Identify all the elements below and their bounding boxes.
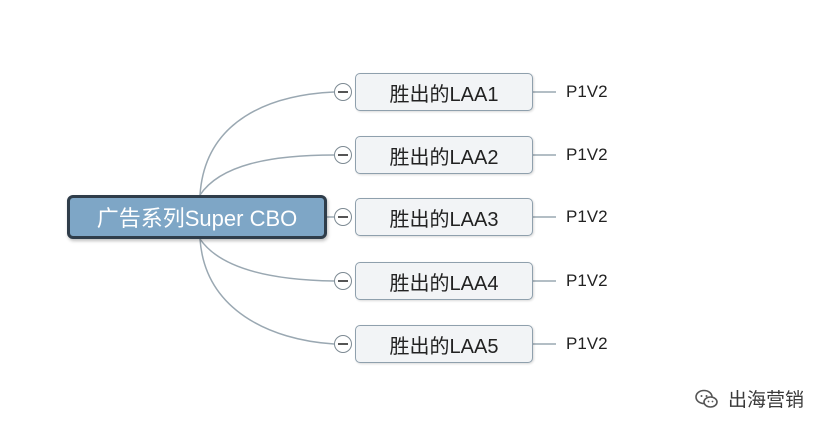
collapse-toggle-3[interactable] <box>334 208 352 226</box>
watermark-text: 出海营销 <box>728 390 805 411</box>
child-topic-5[interactable]: 胜出的LAA5 <box>355 325 533 363</box>
collapse-toggle-5[interactable] <box>334 335 352 353</box>
collapse-toggle-1[interactable] <box>334 83 352 101</box>
child-topic-2[interactable]: 胜出的LAA2 <box>355 136 533 174</box>
child-topic-label: 胜出的LAA2 <box>389 146 499 169</box>
leaf-topic-5[interactable]: P1V2 <box>566 334 608 353</box>
child-topic-4[interactable]: 胜出的LAA4 <box>355 262 533 300</box>
child-topic-label: 胜出的LAA1 <box>389 83 499 106</box>
leaf-topic-3[interactable]: P1V2 <box>566 207 608 226</box>
root-topic-label: 广告系列Super CBO <box>96 206 298 231</box>
leaf-topic-2[interactable]: P1V2 <box>566 145 608 164</box>
root-topic[interactable]: 广告系列Super CBO <box>67 195 327 239</box>
watermark: 出海营销 <box>694 385 804 412</box>
wechat-icon <box>695 389 718 408</box>
child-topic-1[interactable]: 胜出的LAA1 <box>355 73 533 111</box>
child-topic-3[interactable]: 胜出的LAA3 <box>355 198 533 236</box>
connector-2 <box>199 154 335 196</box>
leaf-topic-1[interactable]: P1V2 <box>566 82 608 101</box>
child-topic-label: 胜出的LAA3 <box>389 208 499 231</box>
connector-1 <box>199 91 335 196</box>
child-topic-label: 胜出的LAA4 <box>389 272 499 295</box>
collapse-toggle-2[interactable] <box>334 146 352 164</box>
connector-4 <box>199 238 335 282</box>
leaf-topic-4[interactable]: P1V2 <box>566 271 608 290</box>
child-topic-label: 胜出的LAA5 <box>389 335 499 358</box>
collapse-toggle-4[interactable] <box>334 272 352 290</box>
connector-5 <box>199 238 335 345</box>
